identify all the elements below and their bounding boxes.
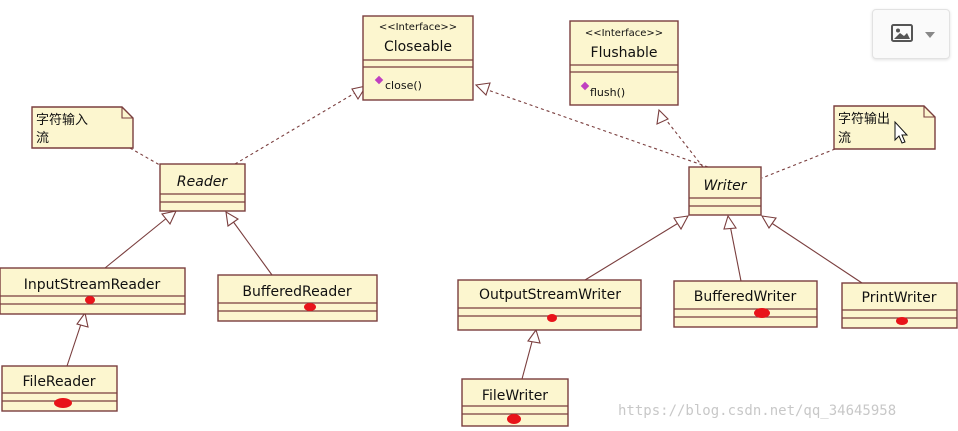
- input-note-line1: 字符输入: [36, 112, 88, 128]
- writer-flushable-link: [662, 115, 704, 168]
- file-writer-class: FileWriter: [461, 378, 569, 427]
- mouse-cursor-icon: [894, 120, 909, 144]
- output-stream-note: 字符输出 流: [833, 105, 936, 150]
- writer-arrowhead-right: [760, 215, 777, 230]
- input-stream-note: 字符输入 流: [31, 106, 134, 149]
- flushable-arrowhead: [656, 108, 669, 125]
- fw-osw-link: [521, 337, 534, 380]
- output-note-line1: 字符输出: [838, 111, 890, 127]
- image-icon: [891, 24, 913, 42]
- isr-arrowhead: [76, 311, 89, 328]
- br-reader-link: [231, 219, 273, 276]
- pw-writer-link: [769, 221, 863, 284]
- method-icon: [374, 75, 384, 85]
- writer-class: Writer: [688, 166, 762, 216]
- osw-writer-link: [584, 221, 681, 281]
- writer-arrowhead-left: [673, 215, 690, 231]
- file-writer-name: FileWriter: [482, 388, 548, 404]
- image-options-button[interactable]: [872, 9, 950, 59]
- writer-arrowhead-mid: [723, 214, 737, 230]
- buffered-writer-name: BufferedWriter: [694, 289, 797, 305]
- red-mark: [304, 303, 316, 311]
- red-mark: [85, 296, 95, 304]
- output-note-link: [761, 148, 836, 179]
- output-stream-writer-class: OutputStreamWriter: [457, 279, 642, 331]
- flushable-interface: <<Interface>> Flushable flush(): [569, 20, 679, 106]
- input-note-line2: 流: [36, 131, 49, 146]
- writer-closeable-link: [481, 87, 709, 168]
- red-mark: [754, 308, 770, 318]
- input-note-link: [129, 147, 166, 169]
- writer-name: Writer: [703, 178, 747, 194]
- output-stream-writer-name: OutputStreamWriter: [479, 287, 621, 303]
- closeable-name: Closeable: [384, 39, 452, 55]
- reader-arrowhead-right: [225, 210, 240, 227]
- watermark: https://blog.csdn.net/qq_34645958: [618, 403, 896, 419]
- file-reader-name: FileReader: [23, 374, 96, 390]
- red-mark: [54, 398, 72, 408]
- flushable-stereotype: <<Interface>>: [585, 28, 663, 39]
- red-mark: [896, 317, 908, 325]
- buffered-writer-class: BufferedWriter: [673, 280, 818, 328]
- print-writer-name: PrintWriter: [862, 290, 937, 306]
- flushable-method: flush(): [590, 86, 625, 99]
- output-note-line2: 流: [838, 131, 851, 146]
- reader-name: Reader: [177, 174, 228, 190]
- flushable-name: Flushable: [591, 45, 658, 61]
- closeable-method: close(): [385, 79, 422, 92]
- closeable-stereotype: <<Interface>>: [379, 22, 457, 33]
- reader-arrowhead-left: [161, 210, 177, 226]
- reader-class: Reader: [159, 163, 246, 212]
- input-stream-reader-name: InputStreamReader: [24, 277, 161, 293]
- osw-arrowhead: [527, 328, 541, 344]
- isr-reader-link: [104, 216, 169, 269]
- input-stream-reader-class: InputStreamReader: [0, 267, 186, 315]
- reader-closeable-link: [234, 89, 361, 165]
- bw-writer-link: [729, 224, 742, 282]
- red-mark: [507, 414, 521, 424]
- buffered-reader-name: BufferedReader: [242, 284, 351, 300]
- fr-isr-link: [66, 320, 83, 367]
- buffered-reader-class: BufferedReader: [217, 274, 378, 322]
- print-writer-class: PrintWriter: [841, 282, 958, 329]
- caret-down-icon: [925, 32, 935, 38]
- red-mark: [547, 314, 557, 322]
- closeable-arrowhead-right: [474, 82, 491, 97]
- file-reader-class: FileReader: [1, 365, 118, 412]
- closeable-interface: <<Interface>> Closeable close(): [362, 15, 474, 101]
